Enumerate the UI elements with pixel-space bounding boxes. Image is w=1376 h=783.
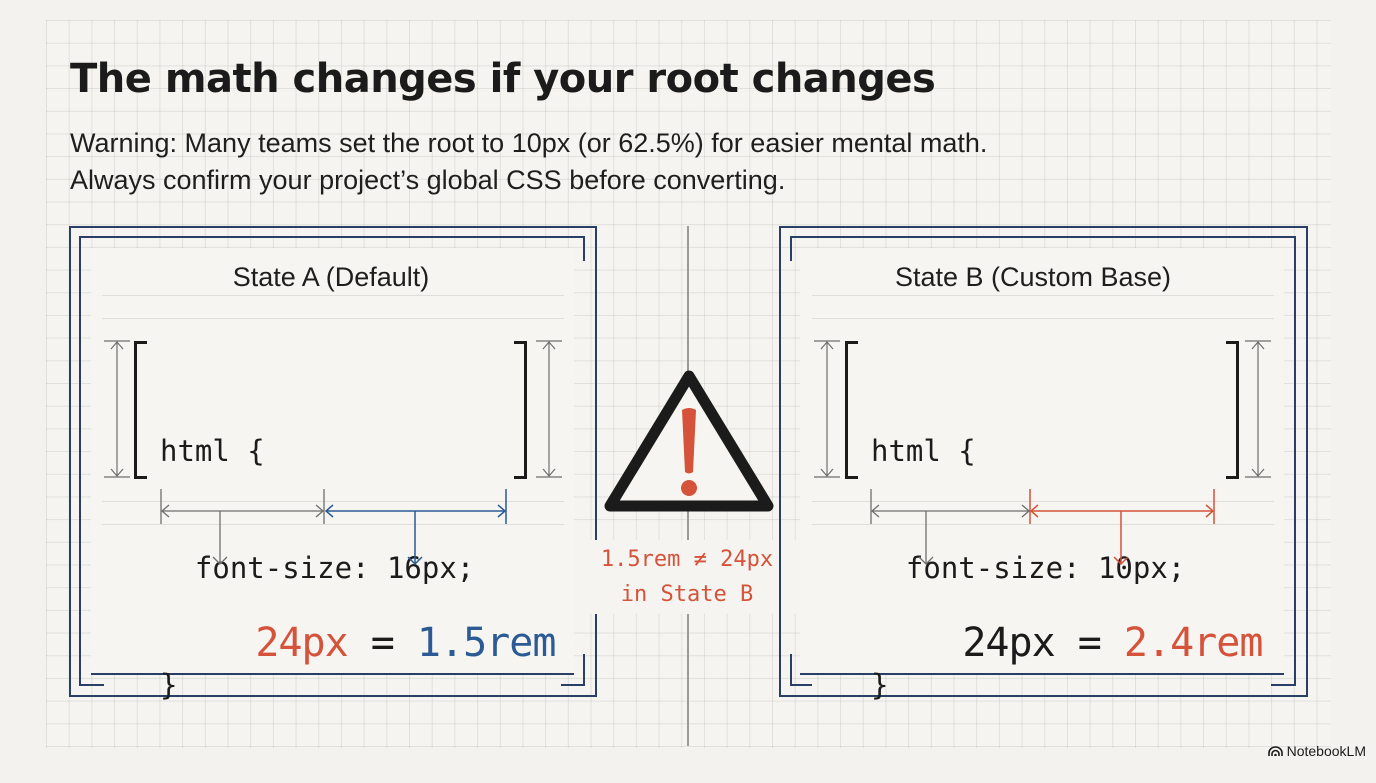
page-title: The math changes if your root changes [70, 56, 936, 102]
rule-line [812, 318, 1274, 319]
rule-line [102, 295, 564, 296]
equation-px-value: 24px [962, 620, 1055, 666]
code-bracket-left [845, 341, 858, 479]
frame-line [790, 236, 1296, 238]
state-b-label: State B (Custom Base) [894, 262, 1172, 292]
code-line: html { [871, 434, 976, 468]
equation-rem-value: 1.5rem [416, 620, 556, 666]
state-a-equation: 24px = 1.5rem [163, 574, 556, 712]
rule-line [102, 524, 564, 525]
frame-line [790, 654, 792, 686]
code-bracket-left [134, 341, 147, 479]
height-measure-right-icon [1245, 340, 1271, 478]
warning-line-1: 1.5rem ≠ 24px [600, 547, 774, 572]
code-line: html { [160, 434, 265, 468]
brand-label: NotebookLM [1286, 743, 1366, 759]
rule-line [812, 501, 1274, 502]
state-b-card [800, 248, 1284, 675]
frame-line [583, 236, 585, 261]
code-line: } [160, 668, 178, 702]
frame-line [790, 236, 792, 261]
code-bracket-right [514, 341, 527, 479]
warning-triangle-icon [604, 370, 774, 512]
subtitle-line-2: Always confirm your project’s global CSS… [70, 165, 786, 195]
code-bracket-right [1226, 341, 1239, 479]
frame-line [79, 684, 104, 686]
frame-line [79, 236, 585, 238]
dimension-arrows-icon [870, 489, 1215, 566]
equation-rem-value: 2.4rem [1123, 620, 1263, 666]
state-a-outer-frame [69, 226, 597, 697]
dimension-arrows-icon [160, 489, 507, 566]
frame-line [79, 236, 81, 686]
brand-watermark: NotebookLM [1267, 743, 1366, 759]
state-a-card [91, 248, 574, 675]
state-b-code-block: html { font-size: 10px; } [871, 354, 1185, 783]
frame-line [561, 684, 585, 686]
height-measure-right-icon [536, 340, 562, 478]
subtitle-line-1: Warning: Many teams set the root to 10px… [70, 128, 988, 158]
equation-px-value: 24px [255, 620, 348, 666]
frame-line [1271, 684, 1296, 686]
rule-line [812, 524, 1274, 525]
state-a-code-block: html { font-size: 16px; } [160, 354, 474, 783]
warning-subtitle: Warning: Many teams set the root to 10px… [70, 125, 987, 199]
frame-line [583, 654, 585, 686]
equals-sign: = [347, 620, 417, 666]
equals-sign: = [1054, 620, 1124, 666]
rule-line [812, 295, 1274, 296]
warning-line-2: in State B [620, 582, 754, 607]
rule-line [102, 501, 564, 502]
code-line: font-size: 16px; [160, 551, 475, 585]
notebooklm-logo-icon [1267, 745, 1283, 756]
frame-line [1294, 236, 1296, 686]
state-b-outer-frame [779, 226, 1308, 697]
height-measure-left-icon [814, 340, 840, 478]
state-b-equation: 24px = 2.4rem [870, 574, 1263, 712]
state-a-label: State A (Default) [232, 262, 430, 292]
frame-line [790, 684, 812, 686]
warning-caption: 1.5rem ≠ 24px in State B [574, 540, 800, 614]
code-line: } [871, 668, 889, 702]
rule-line [102, 318, 564, 319]
code-line: font-size: 10px; [871, 551, 1186, 585]
height-measure-left-icon [104, 340, 130, 478]
